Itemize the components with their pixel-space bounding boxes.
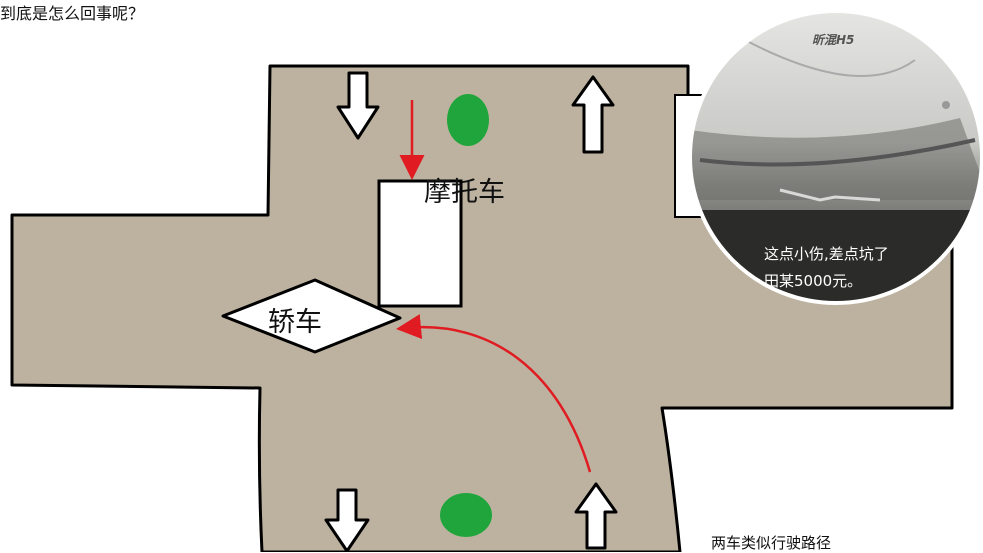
damage-photo: 昕混H5	[688, 9, 983, 305]
road	[10, 64, 954, 552]
page-caption: 到底是怎么回事呢？	[0, 4, 145, 23]
motorcycle-label: 摩托车	[424, 177, 505, 208]
diagram-caption: 两车类似行驶路径	[711, 534, 832, 552]
green-dot-top	[447, 94, 489, 146]
down-arrow-icon-top	[336, 71, 380, 140]
up-arrow-icon-bottom	[574, 482, 618, 550]
motorcycle-box	[377, 179, 463, 308]
photo-caption-line2: 田某5000元。	[764, 272, 863, 290]
down-arrow-icon-bottom	[324, 488, 370, 552]
car-path-arrow	[396, 314, 592, 473]
car-label: 轿车	[268, 307, 322, 338]
car-badge: 昕混H5	[812, 33, 854, 47]
photo-caption-line1: 这点小伤,差点坑了	[764, 245, 889, 263]
green-dot-bottom	[440, 493, 492, 537]
up-arrow-icon-top	[571, 75, 615, 154]
